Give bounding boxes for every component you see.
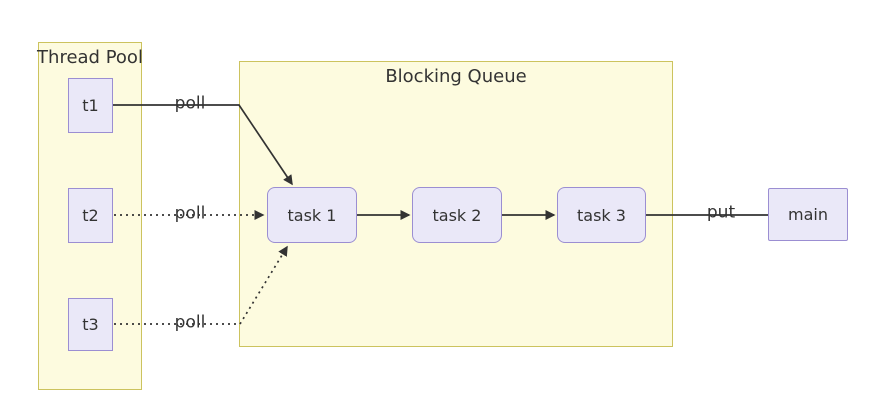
node-task2-label: task 2 xyxy=(432,205,482,225)
node-task2: task 2 xyxy=(412,187,502,243)
thread-pool-title: Thread Pool xyxy=(37,47,143,68)
node-t2-label: t2 xyxy=(82,206,99,225)
blocking-queue-title: Blocking Queue xyxy=(385,66,527,87)
edge-label-poll-t3: poll xyxy=(174,312,206,333)
node-t3-label: t3 xyxy=(82,315,99,334)
node-t1: t1 xyxy=(68,78,113,133)
node-task1: task 1 xyxy=(267,187,357,243)
edge-label-put: put xyxy=(706,202,736,223)
node-task1-label: task 1 xyxy=(287,205,337,225)
node-main: main xyxy=(768,188,848,241)
node-task3-label: task 3 xyxy=(577,205,626,225)
node-t3: t3 xyxy=(68,298,113,351)
node-task3: task 3 xyxy=(557,187,646,243)
node-t1-label: t1 xyxy=(82,96,99,115)
node-main-label: main xyxy=(788,205,828,224)
node-t2: t2 xyxy=(68,188,113,243)
edge-label-poll-t1: poll xyxy=(174,93,206,114)
edge-label-poll-t2: poll xyxy=(174,203,206,224)
